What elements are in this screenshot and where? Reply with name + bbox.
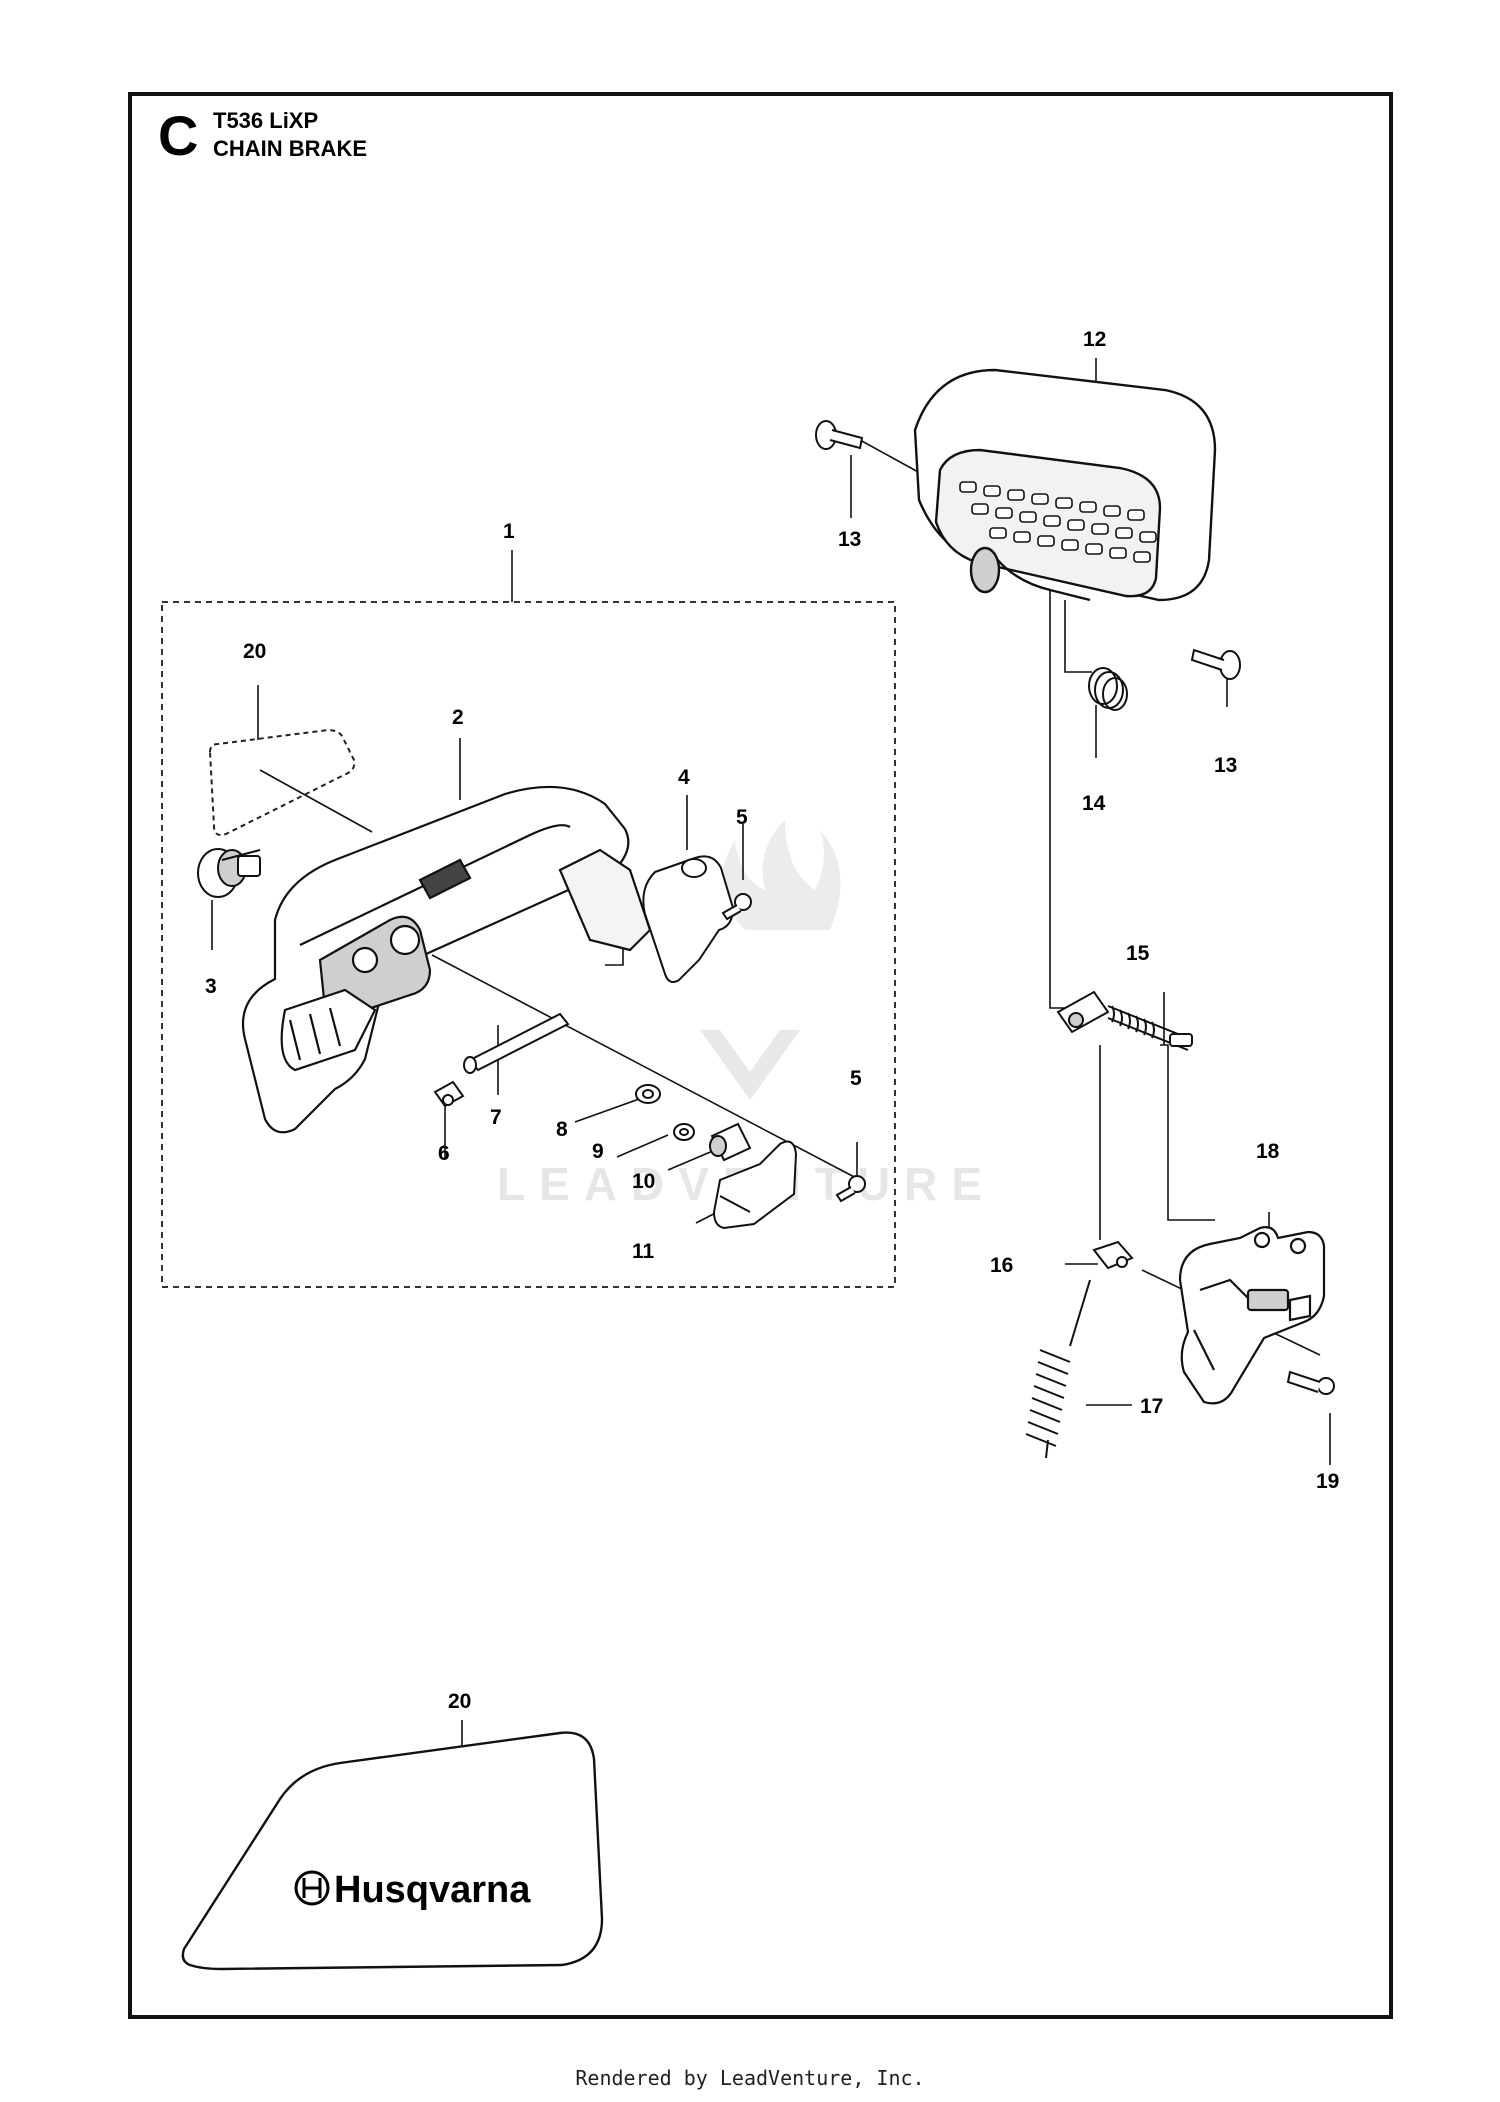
callout-20b: 20 [448,1690,471,1713]
part-9-washer [673,1123,695,1141]
part-17-spring [1025,1279,1091,1459]
callout-13a: 13 [838,528,861,551]
part-16-clip [1092,1240,1134,1270]
part-14-spring [1088,667,1128,711]
part-18-latch [1178,1226,1326,1405]
part-13-screw-bottom [1190,648,1241,680]
diagram-frame [128,92,1393,2019]
callout-15: 15 [1126,942,1150,965]
callout-12: 12 [1083,328,1106,351]
callout-14: 14 [1082,792,1106,815]
callout-5b: 5 [850,1067,862,1090]
callout-10: 10 [632,1170,655,1193]
part-15-brake-rod [1056,990,1193,1051]
callout-17: 17 [1140,1395,1163,1418]
part-6-pin [433,1080,465,1108]
callout-6: 6 [438,1142,450,1165]
part-11-lever [712,1140,798,1230]
callout-2: 2 [452,706,464,729]
callout-18: 18 [1256,1140,1280,1163]
part-19-screw [1286,1370,1335,1395]
callout-labels: 1 2 3 4 5 5 6 7 8 9 10 11 12 13 13 14 15… [205,328,1339,1713]
section-letter: C [158,104,199,167]
part-13-screw-top [815,420,864,450]
callout-4: 4 [678,766,690,789]
part-7-shaft [463,1012,570,1074]
callout-20a: 20 [243,640,266,663]
model-title: T536 LiXP [213,108,319,133]
part-3-knob [197,848,261,898]
callout-11: 11 [632,1240,655,1263]
callout-16: 16 [990,1254,1013,1277]
part-20-label-outline [208,728,356,836]
part-10-bushing [709,1122,752,1162]
part-4-plate [642,855,735,983]
assembly-title: CHAIN BRAKE [213,136,367,161]
brand-label: Husqvarna [334,1869,531,1911]
callout-9: 9 [592,1140,604,1163]
part-20-decal: Husqvarna [181,1731,604,1971]
callout-1: 1 [503,520,515,543]
callout-7: 7 [490,1106,502,1129]
kit-box-1 [161,601,896,1288]
husqvarna-logo-icon [294,1870,330,1906]
callout-5a: 5 [736,806,748,829]
part-8-washer [635,1084,661,1104]
part-5-screw-bottom [835,1175,866,1203]
callout-13b: 13 [1214,754,1237,777]
part-2-brake-cover [241,785,652,1134]
footer-credit: Rendered by LeadVenture, Inc. [575,2066,925,2090]
callout-3: 3 [205,975,217,998]
callout-8: 8 [556,1118,568,1141]
part-12-hand-guard [913,368,1217,602]
leader-lines [211,358,1331,1778]
callout-19: 19 [1316,1470,1339,1493]
part-5-screw-top [721,893,752,921]
